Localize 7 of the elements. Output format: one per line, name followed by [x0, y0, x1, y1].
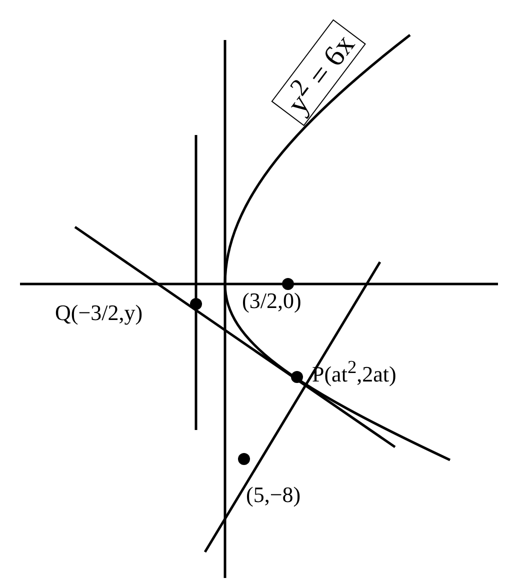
point-dot: [291, 371, 303, 383]
point-label: Q(−3/2,y): [55, 302, 143, 324]
point-label: (5,−8): [246, 484, 301, 506]
point-dot: [190, 298, 202, 310]
point-label: (3/2,0): [242, 290, 302, 312]
point-dot: [238, 453, 250, 465]
point-dot: [282, 278, 294, 290]
